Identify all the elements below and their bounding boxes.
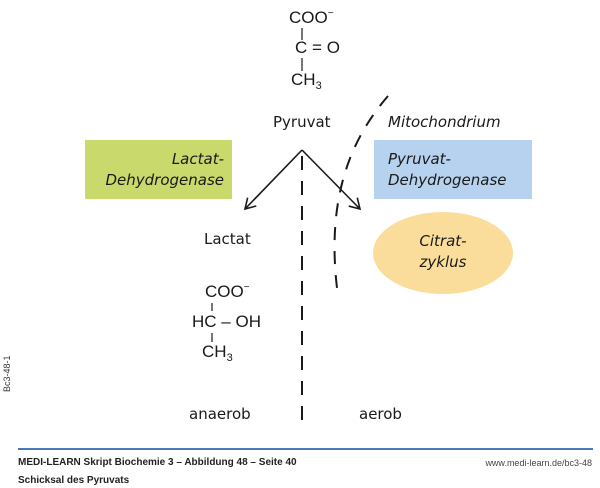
- arrow-to-lactate: [243, 149, 303, 211]
- lactate-hydroxyl-group: HC – OH: [192, 312, 261, 331]
- mitochondrial-membrane: [333, 95, 389, 297]
- pyruvate-methyl: CH3: [291, 70, 322, 92]
- mitochondrium-label: Mitochondrium: [388, 113, 501, 131]
- lactate-dehydrogenase-box: Lactat- Dehydrogenase: [85, 140, 232, 199]
- ldh-line2: Dehydrogenase: [105, 171, 224, 189]
- ldh-line1: Lactat-: [171, 150, 224, 168]
- pyruvate-carboxyl: COO−: [289, 8, 334, 27]
- figure-code: Bc3-48-1: [2, 355, 12, 392]
- citrate-cycle-label: Citrat- zyklus: [393, 231, 493, 273]
- footer-subtitle: Schicksal des Pyruvats: [18, 475, 130, 486]
- aerobic-label: aerob: [359, 405, 402, 423]
- footer-divider: [18, 448, 593, 450]
- pdh-line1: Pyruvat-: [388, 150, 451, 168]
- citrate-cycle-ellipse: [373, 212, 513, 294]
- anaerobic-label: anaerob: [189, 405, 251, 423]
- pdh-line2: Dehydrogenase: [388, 171, 507, 189]
- lactate-methyl: CH3: [202, 342, 233, 364]
- lactate-label: Lactat: [204, 230, 251, 248]
- arrow-to-pdh: [301, 149, 362, 211]
- citrate-line1: Citrat-: [419, 232, 467, 250]
- lactate-carboxyl: COO−: [205, 282, 250, 301]
- pyruvate-dehydrogenase-box: Pyruvat- Dehydrogenase: [374, 140, 532, 199]
- footer-url[interactable]: www.medi-learn.de/bc3-48: [485, 458, 592, 468]
- pyruvate-keto-group: C = O: [295, 38, 340, 57]
- footer-title: MEDI-LEARN Skript Biochemie 3 – Abbildun…: [18, 457, 297, 468]
- pyruvate-label: Pyruvat: [273, 113, 331, 131]
- citrate-line2: zyklus: [419, 253, 467, 271]
